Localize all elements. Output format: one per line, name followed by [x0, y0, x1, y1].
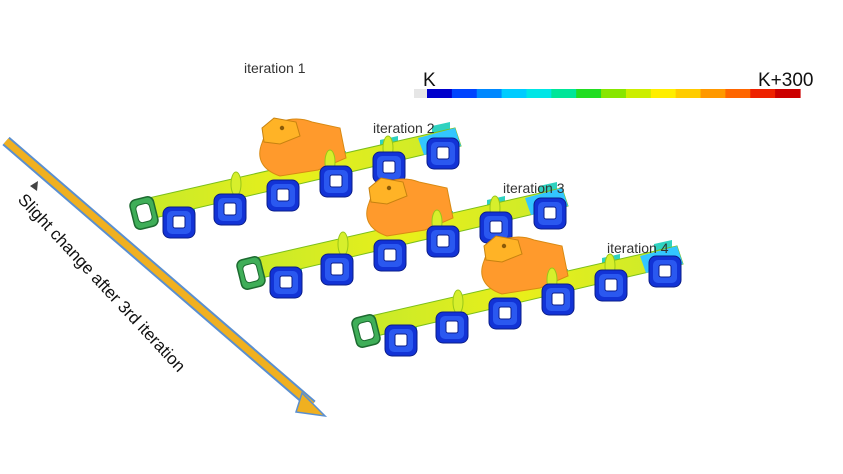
outlet-flange [483, 235, 523, 263]
bolt-hole [386, 185, 392, 191]
scale-bar-segment [526, 89, 552, 98]
port-flange [479, 211, 513, 244]
flange-port-hole [498, 306, 512, 320]
scale-bar-segment [775, 89, 801, 98]
port-flange [384, 324, 418, 357]
end-flange-opening [242, 262, 260, 284]
scale-bar-lowest-segment [414, 89, 427, 98]
trend-arrow [2, 136, 328, 418]
color-scale-bar [414, 89, 801, 98]
port-flange [372, 151, 406, 184]
flange-port-hole [445, 320, 459, 334]
scale-bar-segment [576, 89, 602, 98]
scale-bar-segment [625, 89, 652, 98]
outlet-flange [261, 117, 301, 145]
bolt-hole [501, 243, 507, 249]
small-pointer-icon [30, 181, 38, 191]
scale-min-label: K [423, 70, 436, 91]
end-flange-opening [135, 202, 153, 224]
iteration-1-label: iteration 1 [244, 60, 306, 76]
scale-max-label: K+300 [758, 70, 814, 91]
port-flange [269, 266, 303, 299]
port-flange [162, 206, 196, 239]
iteration-4-label: iteration 4 [607, 240, 669, 256]
flange-port-hole [330, 262, 344, 276]
flange-port-hole [658, 264, 672, 278]
scale-bar-segment [750, 89, 776, 98]
exhaust-manifold [351, 235, 684, 357]
port-flange [541, 283, 575, 316]
flange-port-hole [279, 275, 293, 289]
port-flange [533, 197, 567, 230]
tube-joint-ring [337, 231, 349, 257]
scale-bar-segment [601, 89, 627, 98]
scale-bar-segment [700, 89, 726, 98]
flange-port-hole [436, 146, 450, 160]
iteration-2-label: iteration 2 [373, 120, 435, 136]
outlet-flange [368, 177, 408, 205]
scale-bar-segment [650, 89, 677, 98]
flange-port-hole [436, 234, 450, 248]
port-flange [488, 297, 522, 330]
scale-bar-segment [451, 89, 478, 98]
scale-bar-segment [725, 89, 751, 98]
port-flange [266, 179, 300, 212]
flange-port-hole [604, 278, 618, 292]
port-flange [426, 225, 460, 258]
flange-port-hole [382, 160, 396, 174]
tube-joint-ring [230, 171, 242, 197]
flange-port-hole [394, 333, 408, 347]
tube-joint-ring [452, 289, 464, 315]
scale-bar-segment [675, 89, 702, 98]
flange-port-hole [489, 220, 503, 234]
port-flange [426, 137, 460, 170]
bolt-hole [279, 125, 285, 131]
port-flange [648, 255, 682, 288]
arrow-head [295, 391, 328, 418]
scale-bar-segment [551, 89, 577, 98]
flange-port-hole [551, 292, 565, 306]
flange-port-hole [543, 206, 557, 220]
end-flange-opening [357, 320, 375, 342]
flange-port-hole [276, 188, 290, 202]
port-flange [435, 311, 469, 344]
scale-bar-segment [501, 89, 528, 98]
scale-bar-segment [427, 89, 453, 98]
port-flange [320, 253, 354, 286]
port-flange [213, 193, 247, 226]
flange-port-hole [223, 202, 237, 216]
port-flange [319, 165, 353, 198]
scale-bar-segment [476, 89, 503, 98]
flange-port-hole [383, 248, 397, 262]
exhaust-manifold [236, 177, 569, 299]
port-flange [594, 269, 628, 302]
flange-port-hole [329, 174, 343, 188]
arrow-shaft [3, 138, 315, 408]
iteration-3-label: iteration 3 [503, 180, 565, 196]
flange-port-hole [172, 215, 186, 229]
port-flange [373, 239, 407, 272]
manifold-renderings [129, 117, 684, 357]
exhaust-manifold [129, 117, 462, 239]
